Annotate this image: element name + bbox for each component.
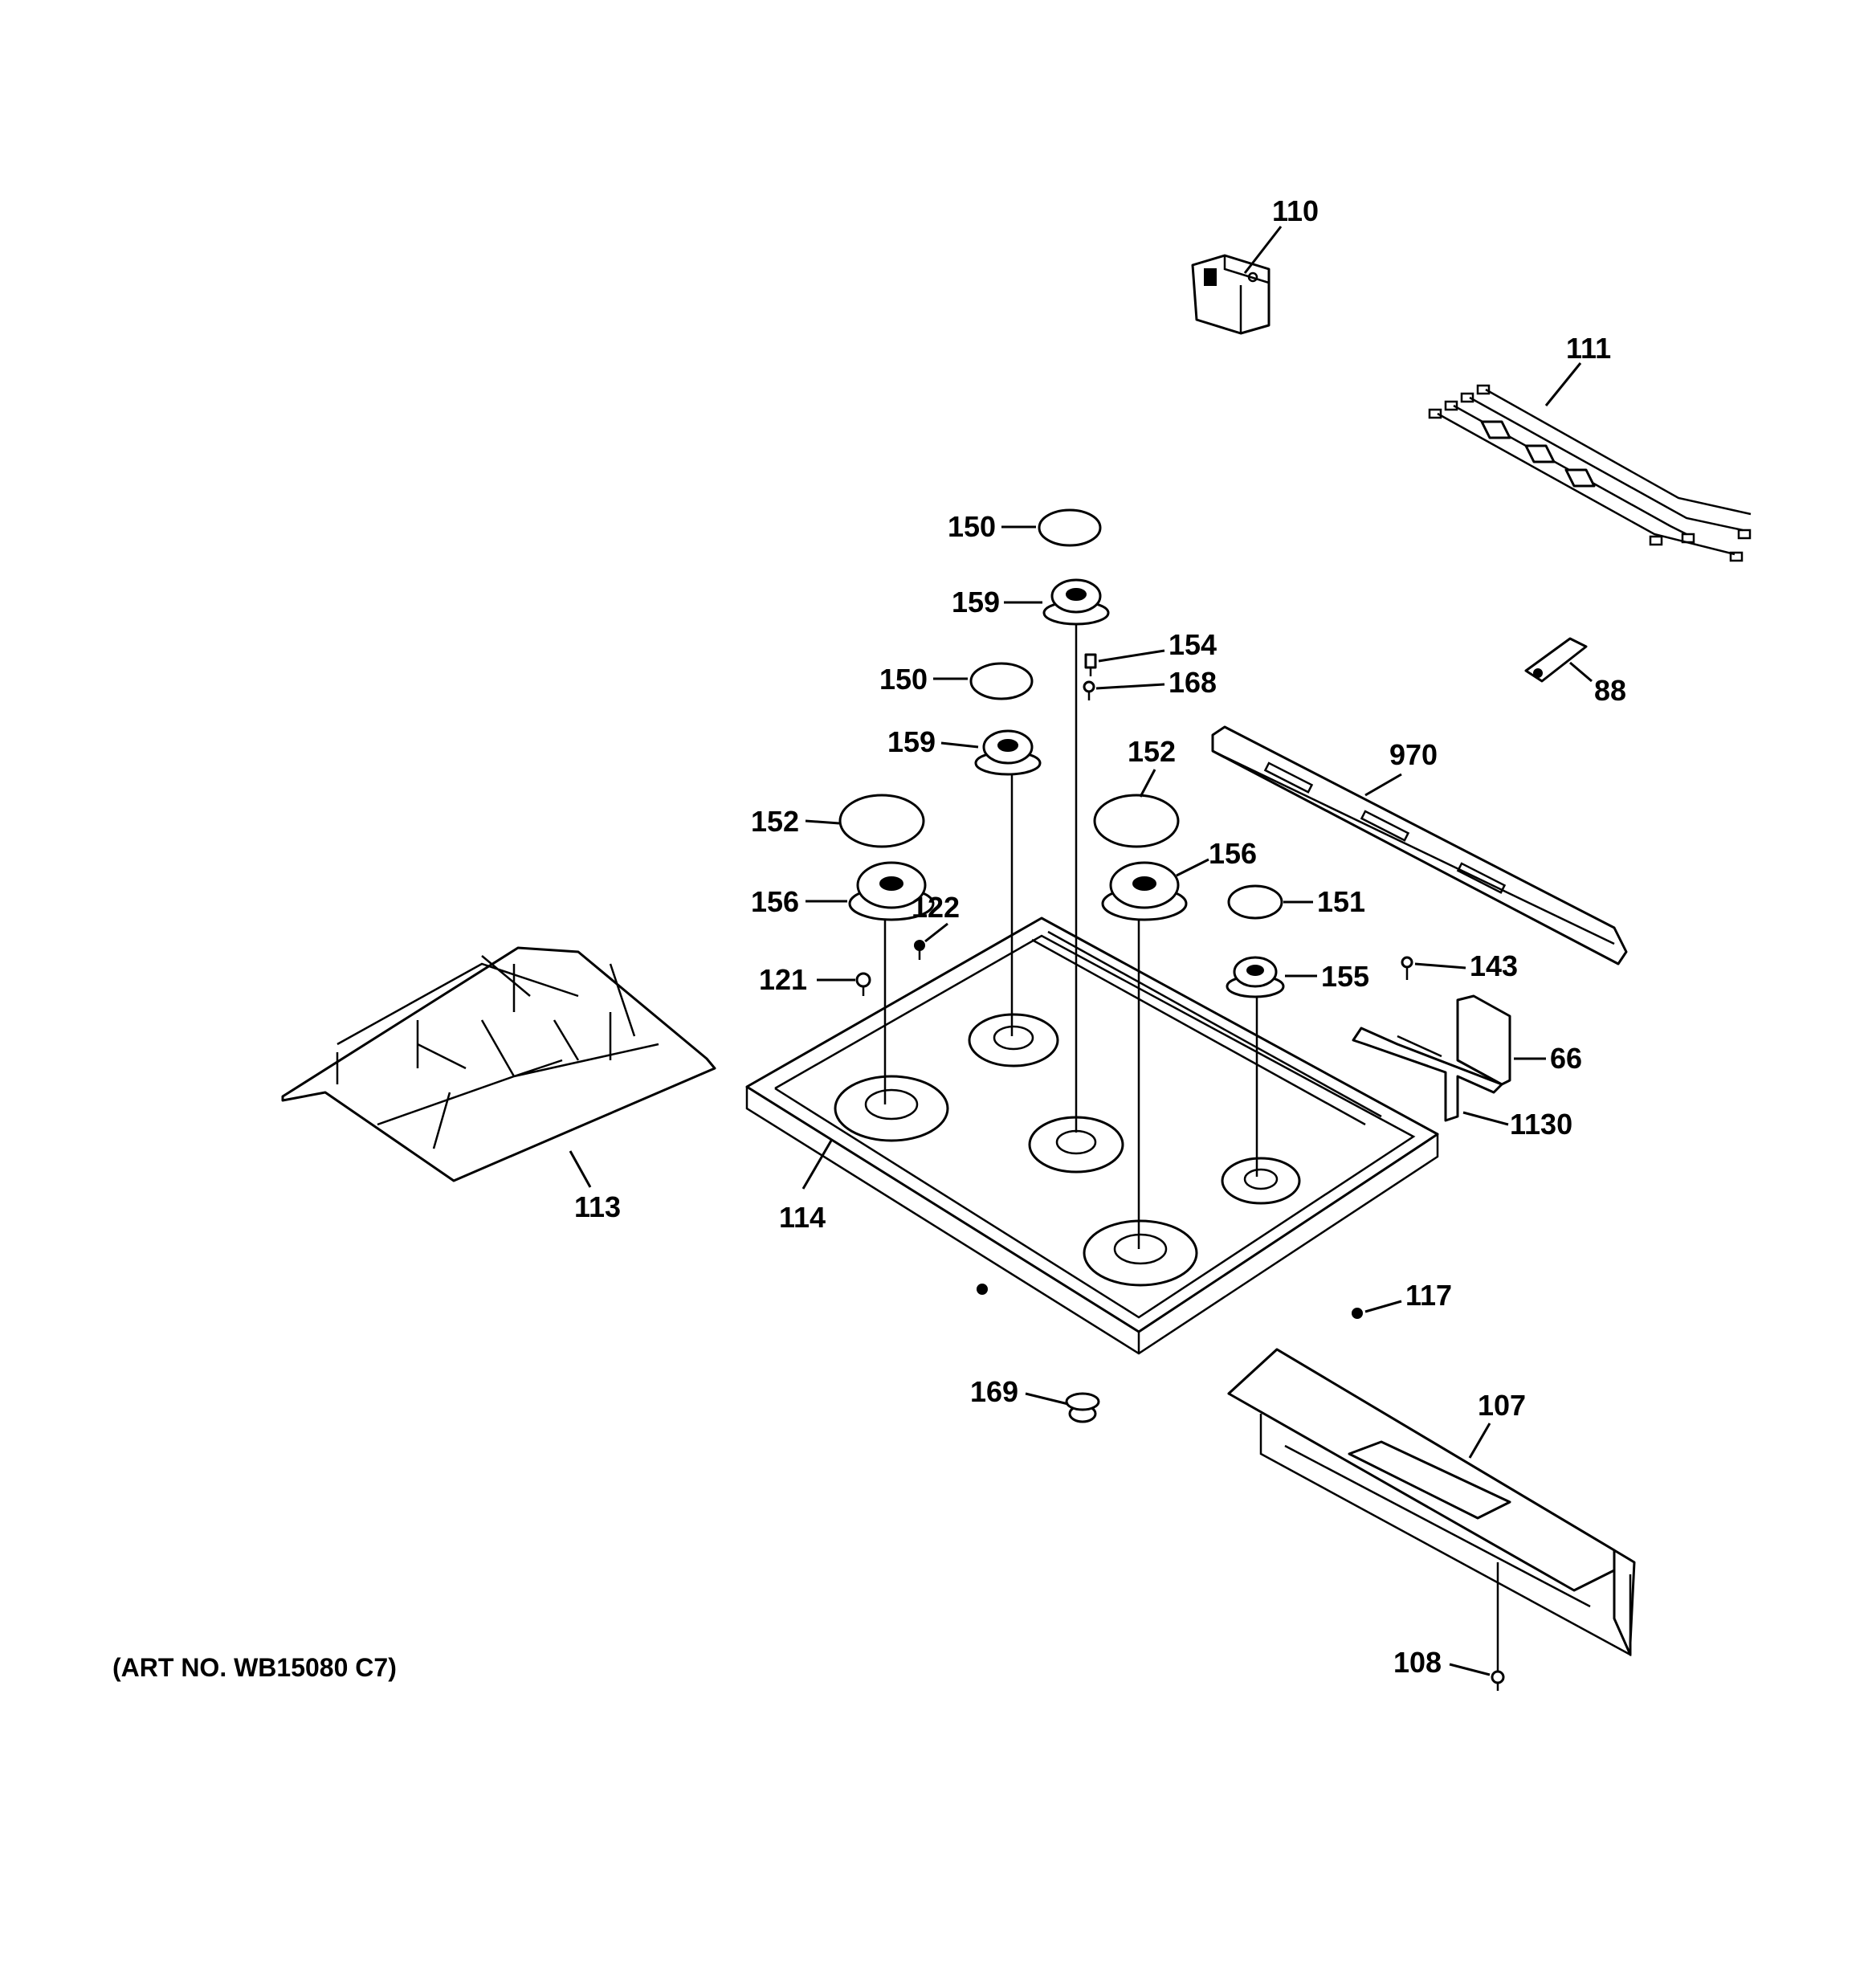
part-159-burner-top[interactable] [1042,578,1110,626]
callout-1130: 1130 [1510,1108,1572,1141]
callout-110: 110 [1272,194,1319,227]
part-150-cap-second[interactable] [969,662,1034,700]
leader-156b [1176,858,1209,877]
part-152-cap-left[interactable] [838,794,925,848]
part-159-burner-second[interactable] [974,729,1042,776]
callout-169: 169 [970,1375,1018,1408]
callout-159: 159 [887,725,936,758]
part-169-grommet[interactable] [1065,1392,1100,1423]
callout-108: 108 [1393,1646,1442,1679]
leader-152b [1139,769,1156,798]
callout-107: 107 [1478,1389,1526,1422]
callout-150: 150 [879,663,928,696]
callout-156: 156 [751,885,799,918]
callout-152: 152 [1128,735,1176,768]
leader-108 [1449,1663,1491,1676]
part-111-wire-harness[interactable] [1428,384,1752,562]
part-168-screw[interactable] [1083,680,1095,700]
callout-113: 113 [574,1190,621,1223]
callout-143: 143 [1470,949,1518,982]
part-143-screw[interactable] [1401,956,1413,980]
callout-151: 151 [1317,885,1365,918]
leader-169 [1025,1392,1069,1406]
leader-107 [1468,1423,1491,1459]
part-110-module[interactable] [1191,254,1270,335]
art-number-label: (ART NO. WB15080 C7) [112,1653,397,1682]
part-1130-bracket[interactable] [1352,1027,1503,1122]
callout-970: 970 [1389,738,1438,771]
leader-88 [1569,661,1593,683]
callout-122: 122 [912,891,960,924]
leader-114 [801,1140,833,1190]
part-114-cooktop[interactable] [745,916,1439,1355]
callout-155: 155 [1321,960,1369,993]
part-150-cap-top[interactable] [1038,508,1102,547]
leader-152a [805,819,840,825]
part-88[interactable] [1524,637,1588,683]
part-155-burner[interactable] [1226,956,1285,998]
leader-122 [924,922,948,943]
part-121-screw[interactable] [855,972,871,996]
part-107-rear-panel[interactable] [1227,1348,1636,1657]
part-156-burner-right[interactable] [1101,861,1188,921]
part-66-bracket[interactable] [1456,994,1511,1086]
callout-114: 114 [779,1201,826,1234]
callout-111: 111 [1566,332,1611,365]
leader-111 [1544,362,1582,406]
callout-168: 168 [1169,666,1217,699]
part-nut[interactable] [977,1284,988,1295]
part-152-cap-right[interactable] [1093,794,1180,848]
part-108-screw[interactable] [1491,1562,1505,1691]
part-154-screw[interactable] [1084,653,1097,676]
leader-110 [1243,226,1283,274]
callout-117: 117 [1405,1279,1452,1312]
callout-66: 66 [1550,1042,1582,1075]
callout-154: 154 [1169,628,1217,661]
part-122-screw[interactable] [914,940,925,960]
callout-121: 121 [759,963,807,996]
leader-970 [1364,773,1402,797]
callout-156: 156 [1209,837,1257,870]
part-970-rail[interactable] [1211,725,1628,965]
leader-154 [1098,649,1165,663]
leader-168 [1095,683,1165,690]
callout-150: 150 [948,510,996,543]
callout-88: 88 [1594,674,1626,707]
callout-152: 152 [751,805,799,838]
part-117-nut[interactable] [1352,1308,1363,1319]
leader-113 [569,1150,592,1188]
callout-159: 159 [952,586,1000,618]
part-113-grate[interactable] [281,946,716,1182]
leader-143 [1414,962,1466,970]
leader-117 [1364,1300,1402,1313]
part-151-cap[interactable] [1227,884,1283,920]
leader-1130 [1462,1111,1509,1126]
part-156-burner-left[interactable] [848,861,935,921]
leader-159b [940,741,979,749]
